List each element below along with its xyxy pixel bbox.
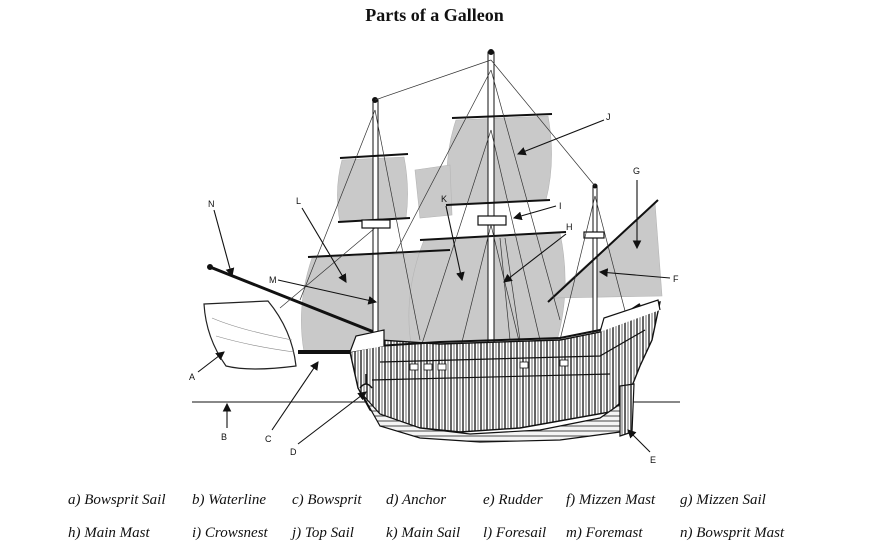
bowsprit-mast <box>209 265 385 338</box>
arrow-C <box>271 361 319 431</box>
callout-letters: A B C D E F G H I J K L M N <box>189 112 679 465</box>
callout-B: B <box>221 432 227 442</box>
legend-item-b: b) Waterline <box>192 492 267 508</box>
arrow-A <box>197 351 225 373</box>
callout-C: C <box>265 434 272 444</box>
legend-item-i: i) Crowsnest <box>192 525 268 541</box>
legend-item-h: h) Main Mast <box>68 525 150 541</box>
arrow-E <box>627 429 651 453</box>
legend-item-l: l) Foresail <box>483 525 547 541</box>
callout-I: I <box>559 201 562 211</box>
legend-item-d: d) Anchor <box>386 492 447 508</box>
arrow-M <box>277 279 378 305</box>
legend-item-f: f) Mizzen Mast <box>566 492 656 508</box>
fore-crowsnest <box>361 219 391 229</box>
page-title: Parts of a Galleon <box>365 5 504 25</box>
rudder <box>619 383 635 437</box>
callout-M: M <box>269 275 277 285</box>
legend-item-n: n) Bowsprit Mast <box>680 525 785 541</box>
mizzen-mast <box>592 185 598 347</box>
legend-item-k: k) Main Sail <box>386 525 461 541</box>
fore-topgallant <box>414 164 453 219</box>
arrow-N <box>213 209 235 278</box>
main-top-sail <box>446 115 552 205</box>
arrow-F <box>598 268 671 279</box>
legend-row-1: a) Bowsprit Sail b) Waterline c) Bowspri… <box>0 492 869 512</box>
legend-item-g: g) Mizzen Sail <box>680 492 766 508</box>
main-crowsnest <box>477 215 507 226</box>
callout-arrows <box>197 119 671 453</box>
callout-E: E <box>650 455 656 465</box>
arrow-D <box>297 391 367 445</box>
arrow-K <box>445 205 465 282</box>
callout-G: G <box>633 166 640 176</box>
callout-H: H <box>566 222 573 232</box>
hull <box>349 299 661 443</box>
bowsprit-sail-shape <box>203 300 297 370</box>
arrow-I <box>512 205 557 221</box>
callout-F: F <box>673 274 679 284</box>
callout-A: A <box>189 372 195 382</box>
callout-J: J <box>606 112 611 122</box>
callout-K: K <box>441 194 447 204</box>
callout-L: L <box>296 196 301 206</box>
arrow-H <box>503 233 567 283</box>
legend-item-c: c) Bowsprit <box>292 492 362 508</box>
arrow-L <box>301 207 347 283</box>
foremast <box>372 99 379 371</box>
arrow-J <box>516 119 605 156</box>
callout-D: D <box>290 447 297 457</box>
rigging <box>279 59 631 351</box>
legend-item-e: e) Rudder <box>483 492 543 508</box>
legend-row-2: h) Main Mast i) Crowsnest j) Top Sail k)… <box>0 525 869 545</box>
anchor <box>359 374 373 389</box>
legend-item-a: a) Bowsprit Sail <box>68 492 166 508</box>
callout-N: N <box>208 199 215 209</box>
legend-item-j: j) Top Sail <box>292 525 354 541</box>
legend-item-m: m) Foremast <box>566 525 643 541</box>
